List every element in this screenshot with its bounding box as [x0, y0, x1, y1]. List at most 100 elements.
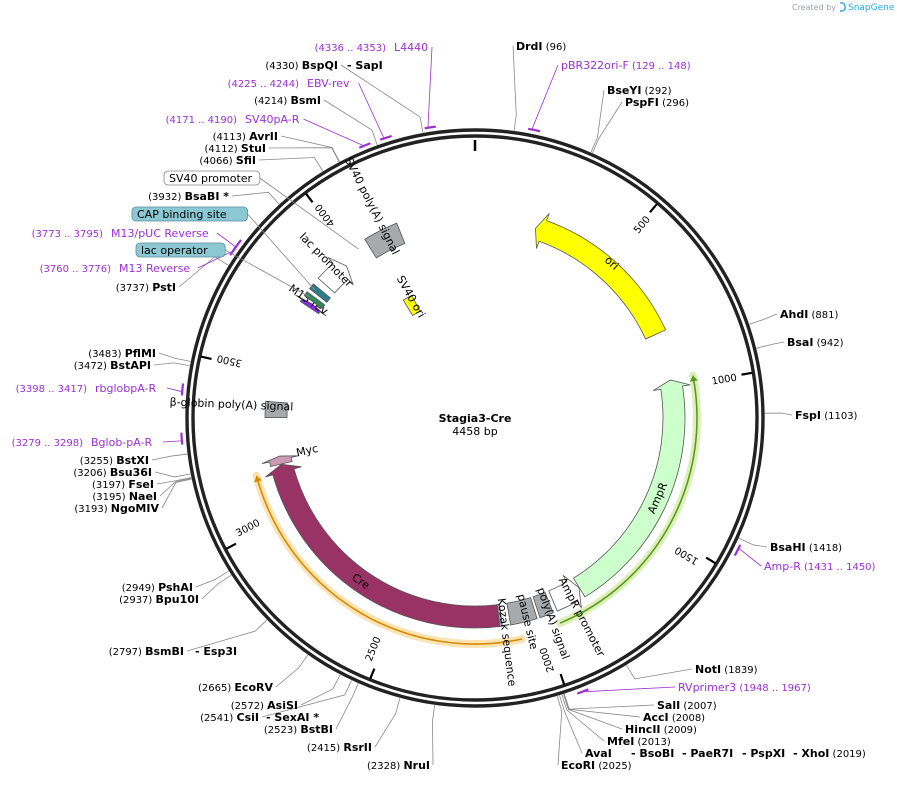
site-sali-leader	[563, 693, 655, 710]
tick-label-1000: 1000	[711, 373, 738, 388]
site-bsahi[interactable]: BsaHI (1418)	[770, 541, 842, 554]
site-bstxi[interactable]: (3255) BstXI	[80, 454, 149, 467]
site-pspfi[interactable]: PspFI (296)	[625, 96, 689, 109]
site-bseyi[interactable]: BseYI (292)	[607, 84, 672, 97]
site-sexai[interactable]: - SexAI *	[266, 711, 319, 724]
site-bsahi-name: BsaHI	[770, 541, 806, 554]
site-xhoi[interactable]: - XhoI (2019)	[793, 747, 866, 760]
site-csii[interactable]: (2541) CsiI	[200, 711, 259, 724]
boxed-label-sv40-promoter[interactable]: SV40 promoter	[163, 170, 359, 250]
site-mfei-position: (2013)	[634, 737, 671, 748]
site-avrii-leader	[280, 135, 340, 162]
site-sapi-name: -	[347, 59, 355, 72]
primer-m13-reverse[interactable]: (3760 .. 3776)M13 Reverse	[40, 245, 238, 275]
feature-ampr[interactable]: AmpR	[572, 379, 691, 598]
site-bstapi[interactable]: (3472) BstAPI	[74, 359, 151, 372]
site-ecorv[interactable]: (2665) EcoRV	[198, 681, 273, 694]
feature-cre[interactable]: Cre	[265, 463, 500, 629]
tick-label-3500: 3500	[216, 352, 243, 368]
site-acci[interactable]: AccI (2008)	[643, 711, 705, 724]
primer-pbr322ori-f[interactable]: pBR322ori-F (129 .. 148)	[527, 59, 691, 133]
boxed-label-lac-operator[interactable]: lac operator	[135, 242, 310, 298]
AmpR-primer-arc	[559, 375, 698, 624]
site-acci-label: AccI (2008)	[643, 711, 705, 724]
site-pflmi[interactable]: (3483) PflMI	[88, 347, 156, 360]
site-xhoi-name: -	[793, 747, 801, 760]
primer-amp-r[interactable]: Amp-R (1431 .. 1450)	[733, 544, 876, 573]
feature-lac-operator[interactable]	[303, 291, 326, 309]
feature-sv40-ori[interactable]: SV40 ori	[394, 273, 428, 320]
feature-ori[interactable]: ori	[535, 213, 667, 340]
site-naei[interactable]: (3195) NaeI	[92, 490, 157, 503]
site-bsu36i-position: (3206)	[73, 468, 109, 479]
site-paer7i[interactable]: - PaeR7I	[682, 747, 733, 760]
site-bsmi[interactable]: (4214) BsmI	[254, 94, 321, 107]
site-bsmbi[interactable]: (2797) BsmBI	[109, 645, 184, 658]
site-sapi-label: - SapI	[347, 59, 383, 72]
site-stui[interactable]: (4112) StuI	[204, 142, 266, 155]
site-avrii[interactable]: (4113) AvrII	[213, 130, 278, 143]
Cre-primer-arc	[255, 475, 523, 645]
site-noti[interactable]: NotI (1839)	[695, 663, 758, 676]
site-sapi[interactable]: - SapI	[347, 59, 383, 72]
feature-myc[interactable]: Myc	[261, 442, 319, 468]
site-pshai[interactable]: (2949) PshAI	[122, 581, 193, 594]
feature-ori-shape	[535, 213, 667, 340]
site-rsrii[interactable]: (2415) RsrII	[307, 741, 372, 754]
site-bsabi[interactable]: (3932) BsaBI *	[148, 190, 229, 203]
feature-beta-globin-poly-a-signal-shape	[264, 400, 289, 419]
site-ngomiv-position: (3193)	[74, 504, 110, 515]
site-bstbi-label: (2523) BstBI	[264, 723, 333, 736]
feature-sv40-poly-a-signal[interactable]: SV40 poly(A) signal	[342, 155, 406, 259]
feature-beta-globin-poly-a-signal[interactable]: β-globin poly(A) signal	[169, 396, 294, 419]
site-sfii[interactable]: (4066) SfiI	[199, 154, 256, 167]
primer-rbglobpa-r-binding-mark	[180, 383, 185, 396]
site-bstbi[interactable]: (2523) BstBI	[264, 723, 333, 736]
site-asisi-position: (2572)	[231, 701, 267, 712]
site-rsrii-leader	[374, 697, 401, 748]
site-psti[interactable]: (3737) PstI	[116, 281, 176, 294]
site-drdi[interactable]: DrdI (96)	[516, 40, 566, 53]
primer-ebv-rev[interactable]: (4225 .. 4244)EBV-rev	[228, 77, 392, 141]
site-noti-leader	[626, 665, 693, 680]
site-ahdi-name: AhdI	[780, 308, 808, 321]
site-bsu36i[interactable]: (3206) Bsu36I	[73, 466, 152, 479]
site-bsai[interactable]: BsaI (942)	[787, 336, 844, 349]
tick-2000	[559, 673, 566, 685]
site-asisi-name: AsiSI	[267, 699, 298, 712]
site-ngomiv[interactable]: (3193) NgoMIV	[74, 502, 159, 515]
primer-ebv-rev-binding-mark	[379, 135, 392, 141]
primer-rbglobpa-r[interactable]: (3398 .. 3417)rbglobpA-R	[16, 382, 185, 396]
primer-sv40pa-r-name: SV40pA-R	[245, 113, 300, 126]
site-pspxi[interactable]: - PspXI	[742, 747, 785, 760]
site-mfei[interactable]: MfeI (2013)	[607, 735, 671, 748]
feature-lac-promoter[interactable]: lac promoter	[297, 230, 356, 294]
site-ahdi-label: AhdI (881)	[780, 308, 838, 321]
primer-rvprimer3-range: (1948 .. 1967)	[736, 683, 811, 694]
site-avai[interactable]: AvaI	[585, 747, 612, 760]
site-bpu10i[interactable]: (2937) Bpu10I	[119, 593, 199, 606]
primer-bglob-pa-r[interactable]: (3279 .. 3298)Bglob-pA-R	[12, 432, 184, 449]
primer-rvprimer3[interactable]: RVprimer3 (1948 .. 1967)	[576, 681, 811, 695]
site-ahdi[interactable]: AhdI (881)	[780, 308, 838, 321]
site-sali[interactable]: SalI (2007)	[657, 699, 717, 712]
site-asisi[interactable]: (2572) AsiSI	[231, 699, 298, 712]
site-esp3i[interactable]: - Esp3I	[195, 645, 237, 658]
site-nrui[interactable]: (2328) NruI	[367, 759, 430, 772]
site-fspi[interactable]: FspI (1103)	[795, 409, 858, 422]
primer-sv40pa-r[interactable]: (4171 .. 4190)SV40pA-R	[166, 113, 371, 149]
site-hincii[interactable]: HincII (2009)	[625, 723, 697, 736]
site-ecori[interactable]: EcoRI (2025)	[561, 759, 632, 772]
site-bsabi-label: (3932) BsaBI *	[148, 190, 229, 203]
boxed-label-cap-binding-site[interactable]: CAP binding site	[131, 206, 316, 291]
primer-l4440[interactable]: (4336 .. 4353)L4440	[315, 41, 436, 130]
primer-rbglobpa-r-label: (3398 .. 3417)	[16, 384, 88, 395]
feature-cap-binding-site[interactable]	[308, 283, 331, 303]
site-fsei[interactable]: (3197) FseI	[92, 478, 154, 491]
site-ecorv-label: (2665) EcoRV	[198, 681, 273, 694]
site-bsobi[interactable]: - BsoBI	[631, 747, 674, 760]
site-acci-position: (2008)	[669, 713, 706, 724]
site-pflmi-label: (3483) PflMI	[88, 347, 156, 360]
site-bspqi[interactable]: (4330) BspQI	[265, 59, 338, 72]
site-psti-label: (3737) PstI	[116, 281, 176, 294]
